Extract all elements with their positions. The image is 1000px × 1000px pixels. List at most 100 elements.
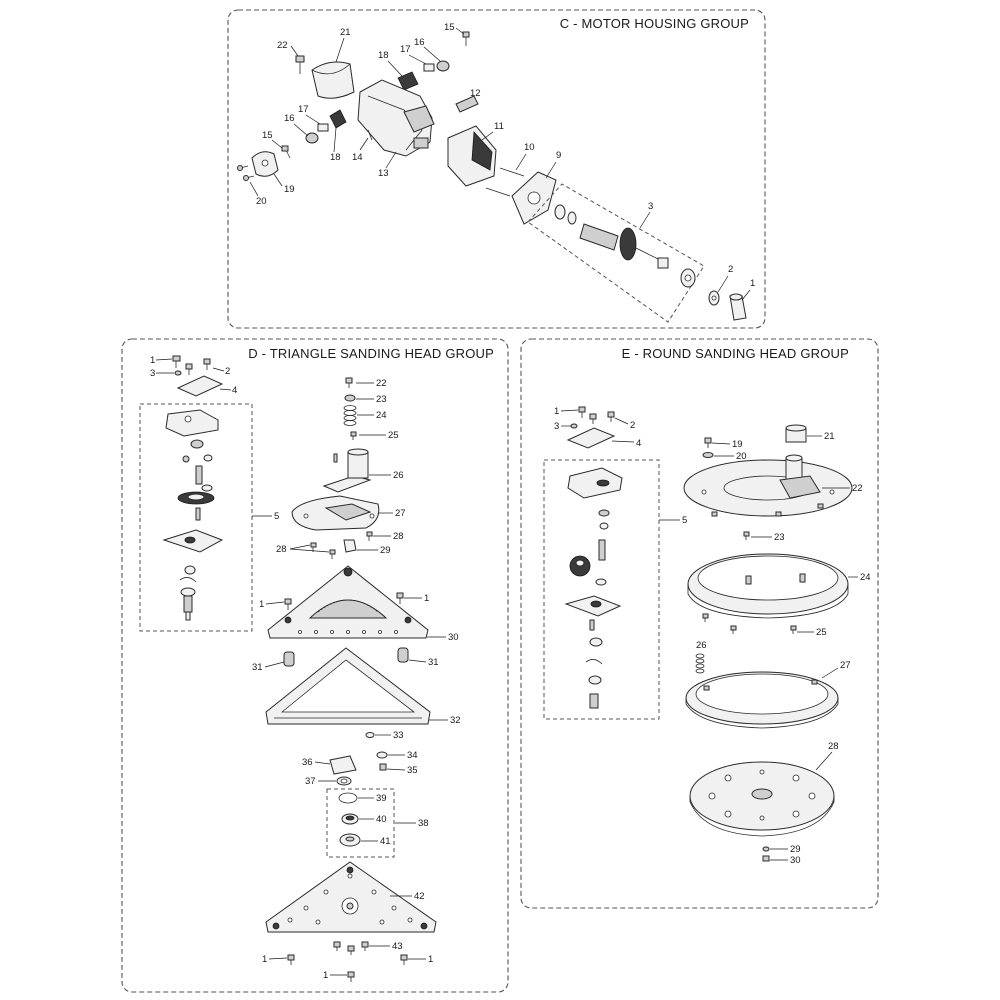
- part-d38-subgroup-border: [326, 788, 395, 858]
- callout-c-label: 13: [378, 168, 389, 179]
- part-d37-ring: [336, 776, 352, 786]
- part-e23-screws: [711, 503, 824, 540]
- part-d25-screw: [350, 431, 357, 440]
- callout-d-label: 26: [393, 470, 404, 481]
- part-c3-armature: [554, 204, 696, 288]
- part-c20-screws: [237, 165, 255, 181]
- part-d31-dampers: [283, 647, 409, 667]
- part-e28-round-sanding-pad: [689, 761, 835, 837]
- motor-housing-group-title: C - MOTOR HOUSING GROUP: [560, 16, 749, 31]
- callout-c-label: 14: [352, 152, 363, 163]
- callout-c-label: 20: [256, 196, 267, 207]
- triangle-group-border: [121, 338, 509, 993]
- callout-c-label: 10: [524, 142, 535, 153]
- part-d36-tab: [329, 755, 357, 775]
- callout-c-label: 16: [414, 37, 425, 48]
- part-d5-bearing-assembly: [162, 409, 224, 621]
- group-d-callouts: 1 2 3 4 5 22 23 24 25 26 27 28 28: [150, 355, 461, 981]
- callout-d-label: 1: [428, 954, 433, 965]
- part-c14-pin: [367, 129, 373, 141]
- callout-d-label: 25: [388, 430, 399, 441]
- part-d23-washer: [344, 394, 356, 402]
- callout-d-label: 28: [393, 531, 404, 542]
- part-d29-pin: [343, 539, 357, 553]
- callout-d-label: 31: [252, 662, 263, 673]
- callout-d-label: 24: [376, 410, 387, 421]
- part-d5-subgroup-border: [139, 403, 253, 632]
- callout-d-label: 27: [395, 508, 406, 519]
- part-c9-bearing-bracket: [511, 171, 557, 225]
- round-group-title: E - ROUND SANDING HEAD GROUP: [622, 346, 849, 361]
- callout-e-label: 22: [852, 483, 863, 494]
- part-d3-washer: [174, 370, 182, 376]
- part-e26-spring: [695, 653, 705, 674]
- part-d2-screw: [203, 358, 211, 370]
- callout-d-label: 33: [393, 730, 404, 741]
- part-c17-16-left-parts: [305, 123, 329, 144]
- callout-c-label: 1: [750, 278, 755, 289]
- part-e24-ring-frame: [687, 553, 849, 619]
- callout-d-label: 4: [232, 385, 237, 396]
- callout-e-label: 30: [790, 855, 801, 866]
- part-d24-spring: [343, 405, 357, 426]
- motor-housing-group-border: [227, 9, 766, 329]
- part-d28-screws: [310, 531, 373, 559]
- part-d26-spindle: [322, 448, 372, 493]
- callout-c-label: 17: [400, 44, 411, 55]
- callout-c-label: 11: [494, 121, 504, 132]
- part-c15-screw: [462, 31, 470, 46]
- part-c3-armature-subgroup-border: [527, 183, 705, 323]
- part-d22-screw: [345, 377, 353, 388]
- callout-c-label: 3: [648, 201, 653, 212]
- part-c1-end-cap: [729, 293, 747, 321]
- group-e-callouts: 1 2 3 4 21 19 20 22 5 23 24 25 26 27: [554, 406, 871, 866]
- part-d1-bottom-screws: [287, 954, 408, 982]
- part-e25-screws: [702, 613, 797, 634]
- callout-e-label: 25: [816, 627, 827, 638]
- callout-d-label: 41: [380, 836, 391, 847]
- callout-d-label: 38: [418, 818, 429, 829]
- callout-d-label: 23: [376, 394, 387, 405]
- callout-e-label: 28: [828, 741, 839, 752]
- callout-e-label: 29: [790, 844, 801, 855]
- callout-c-label: 18: [330, 152, 341, 163]
- callout-c-label: 17: [298, 104, 309, 115]
- callout-d-label: 36: [302, 757, 313, 768]
- triangle-group-title: D - TRIANGLE SANDING HEAD GROUP: [248, 346, 494, 361]
- callout-d-label: 39: [376, 793, 387, 804]
- callout-d-label: 1: [424, 593, 429, 604]
- part-d1-side-screws: [284, 592, 404, 610]
- callout-d-label: 43: [392, 941, 403, 952]
- callout-c-label: 9: [556, 150, 561, 161]
- callout-e-label: 24: [860, 572, 871, 583]
- part-c10-long-screws: [485, 167, 525, 197]
- callout-d-label: 22: [376, 378, 387, 389]
- callout-c-label: 16: [284, 113, 295, 124]
- part-c16-17-brush-parts: [423, 60, 450, 72]
- part-c19-rear-cap: [251, 151, 279, 177]
- callout-d-label: 34: [407, 750, 418, 761]
- callout-c-label: 15: [444, 22, 455, 33]
- part-e20-washer: [702, 452, 714, 458]
- callout-e-label: 26: [696, 640, 707, 651]
- part-e29-30-screw: [762, 846, 770, 862]
- callout-e-label: 21: [824, 431, 835, 442]
- callout-d-label: 40: [376, 814, 387, 825]
- callout-d-label: 1: [150, 355, 155, 366]
- callout-c-label: 2: [728, 264, 733, 275]
- part-d2-screw-b: [185, 363, 193, 375]
- callout-d-label: 32: [450, 715, 461, 726]
- part-d38-bearing-set: [338, 792, 361, 847]
- round-group-border: [520, 338, 879, 909]
- part-c13-motor-housing: [357, 79, 435, 157]
- part-c15-left-screw: [281, 145, 291, 159]
- part-e21-cap: [785, 424, 807, 443]
- part-c11-field-stator: [447, 125, 497, 187]
- round-sanding-head-group: E - ROUND SANDING HEAD GROUP: [520, 338, 879, 909]
- part-c2-washer: [708, 290, 720, 306]
- part-c22-screw: [295, 55, 305, 74]
- part-d4-plate: [176, 375, 224, 397]
- callout-c-label: 21: [340, 27, 351, 38]
- part-e5-subgroup-border: [543, 459, 660, 720]
- part-e19-screw: [704, 437, 712, 448]
